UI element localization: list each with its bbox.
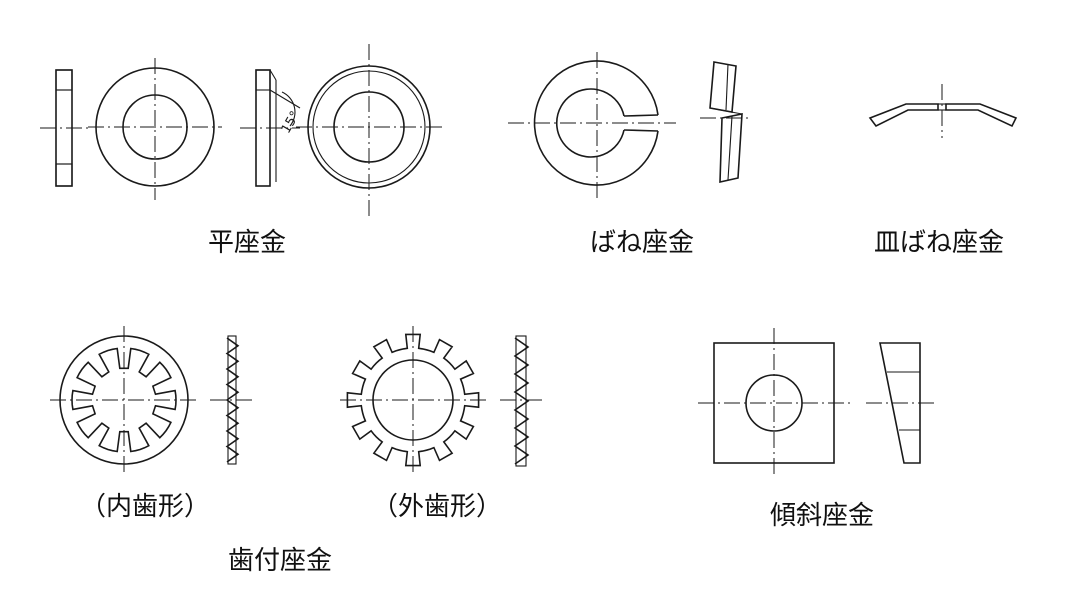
external-teeth-outline <box>346 333 480 467</box>
toothed-washer-label: 歯付座金 <box>228 546 333 576</box>
external-tooth-washer-front-view <box>340 326 488 474</box>
flat-washer-chamfered-side-view: 15° <box>240 69 304 187</box>
external-tooth-side-profile <box>513 337 530 465</box>
taper-washer-front-view <box>698 328 850 478</box>
internal-teeth-outline <box>71 347 177 453</box>
flat-washer-chamfered-front-view <box>296 44 442 220</box>
conical-spring-washer-label: 皿ばね座金 <box>874 228 1005 258</box>
taper-washer-side-view <box>866 342 934 464</box>
spring-washer-front-view <box>508 52 676 200</box>
external-tooth-washer-side-view <box>500 335 544 467</box>
flat-washer-front-view <box>88 58 222 200</box>
external-tooth-label: （外歯形） <box>372 492 503 522</box>
taper-washer-label: 傾斜座金 <box>770 501 875 531</box>
chamfer-angle-text: 15° <box>279 109 304 136</box>
flat-washer-side-view <box>40 69 90 187</box>
internal-tooth-washer-front-view <box>50 326 200 474</box>
internal-tooth-label: （内歯形） <box>80 492 211 522</box>
flat-washer-label: 平座金 <box>208 228 287 258</box>
internal-tooth-washer-side-view <box>210 335 252 465</box>
spring-washer-label: ばね座金 <box>590 228 695 258</box>
spring-washer-side-view <box>700 61 752 184</box>
conical-spring-washer-section <box>868 84 1018 138</box>
internal-tooth-side-profile <box>225 337 240 463</box>
